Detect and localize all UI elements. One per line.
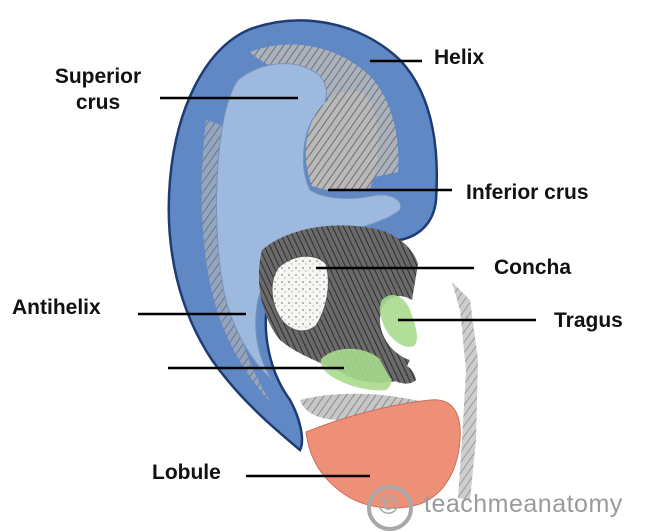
superior-crus-label-line1: Superior <box>54 65 142 88</box>
superior-crus-label-line2: crus <box>75 91 121 114</box>
triangular-fossa <box>305 90 378 191</box>
tragus-label: Tragus <box>554 309 623 332</box>
inferior-crus-label: Inferior crus <box>466 181 589 204</box>
watermark-copyright-circle <box>367 485 413 531</box>
concha-region <box>271 255 329 332</box>
concha-label: Concha <box>494 256 572 279</box>
intertragic-notch <box>380 359 416 384</box>
antitragus-region <box>320 348 392 391</box>
lobule-region <box>305 399 461 509</box>
lobule-label: Lobule <box>152 461 221 484</box>
cheek-strip <box>452 282 478 500</box>
antihelix-label: Antihelix <box>12 296 101 319</box>
watermark-copyright-symbol: © <box>378 489 400 520</box>
helix-label: Helix <box>434 46 485 69</box>
watermark-text: teachmeanatomy <box>424 490 623 518</box>
superior-crus-label: Superior crus <box>38 64 158 116</box>
